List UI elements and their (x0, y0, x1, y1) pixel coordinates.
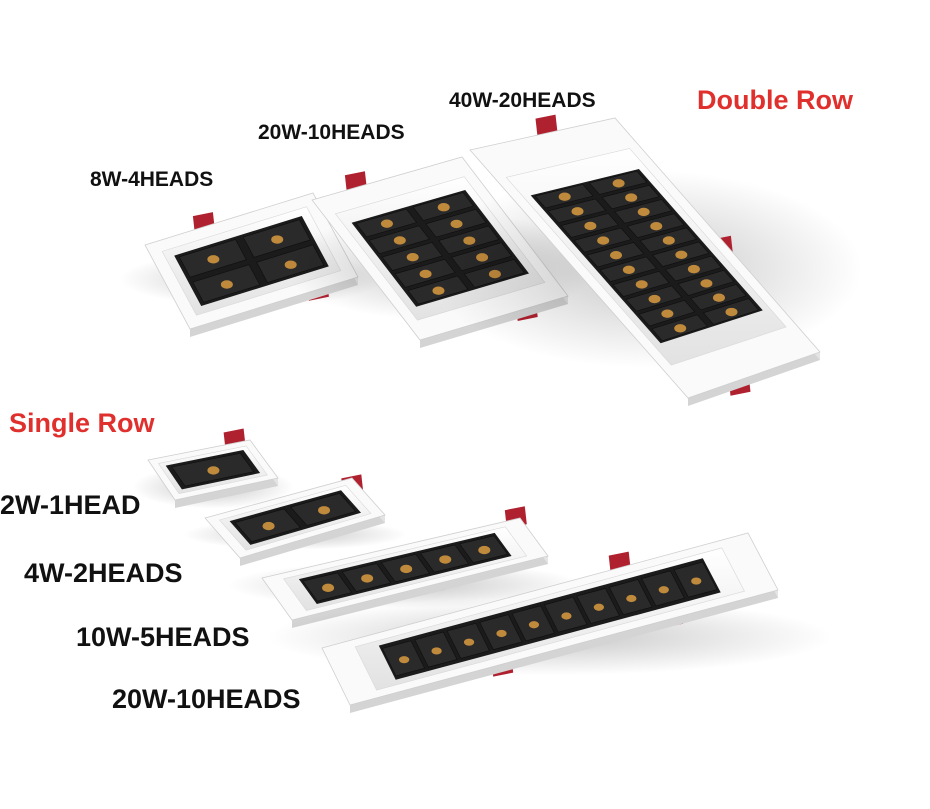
led-chip (712, 293, 725, 302)
label-40w-20heads: 40W-20HEADS (449, 89, 596, 112)
led-chip (626, 594, 637, 603)
led-chip (561, 612, 572, 620)
trim-edge (688, 352, 820, 406)
led-chip (700, 279, 713, 288)
fixture-40w-20heads (428, 114, 862, 406)
led-chip (207, 255, 220, 264)
label-20w-10heads-double: 20W-10HEADS (258, 121, 405, 144)
led-chip (207, 466, 220, 475)
fixture-20w-10heads-single (267, 532, 833, 713)
led-chip (437, 203, 450, 212)
fixture-4w-2heads (183, 474, 407, 566)
led-chip (622, 265, 635, 275)
led-chip (393, 236, 406, 245)
led-chip (439, 555, 452, 564)
led-chip (431, 647, 442, 655)
led-chip (691, 577, 702, 585)
trim-edge (240, 515, 385, 566)
led-chip (571, 207, 584, 216)
led-chip (674, 324, 687, 333)
led-chip (637, 207, 650, 217)
led-chip (399, 656, 410, 664)
trim-edge (350, 590, 778, 713)
led-chip (650, 222, 663, 231)
trim-edge (175, 478, 278, 508)
led-chip (648, 294, 661, 304)
led-chip (271, 235, 284, 244)
led-chip (661, 309, 674, 318)
fixture-10w-5heads (227, 506, 583, 628)
led-chip (380, 219, 393, 228)
led-chip (612, 179, 625, 188)
label-20w-10heads-single: 20W-10HEADS (112, 684, 301, 714)
single-row-heading: Single Row (9, 408, 155, 438)
led-chip (597, 236, 610, 245)
mounting-clip (535, 114, 558, 137)
led-chip (528, 621, 540, 629)
led-chip (558, 192, 571, 201)
led-chip (318, 506, 331, 515)
led-chip (635, 280, 648, 289)
led-chip (625, 193, 638, 202)
led-chip (675, 250, 688, 260)
led-chip (322, 583, 335, 593)
label-2w-1head: 2W-1HEAD (0, 490, 141, 520)
label-8w-4heads: 8W-4HEADS (90, 168, 214, 191)
led-chip (610, 250, 623, 260)
led-chip (725, 307, 738, 317)
led-chip (400, 564, 413, 574)
label-4w-2heads: 4W-2HEADS (24, 558, 183, 588)
led-chip (262, 521, 275, 531)
led-chip (496, 629, 507, 638)
led-chip (687, 264, 700, 274)
led-chip (478, 545, 491, 555)
led-chip (361, 574, 374, 583)
led-chip (406, 252, 419, 262)
label-10w-5heads: 10W-5HEADS (76, 622, 250, 652)
led-chip (593, 603, 605, 611)
led-chip (220, 280, 233, 289)
double-row-heading: Double Row (697, 85, 853, 115)
led-chip (463, 638, 475, 646)
fixture-2w-1head (132, 428, 294, 509)
led-chip (584, 221, 597, 231)
led-chip (658, 586, 669, 594)
led-chip (662, 236, 675, 245)
